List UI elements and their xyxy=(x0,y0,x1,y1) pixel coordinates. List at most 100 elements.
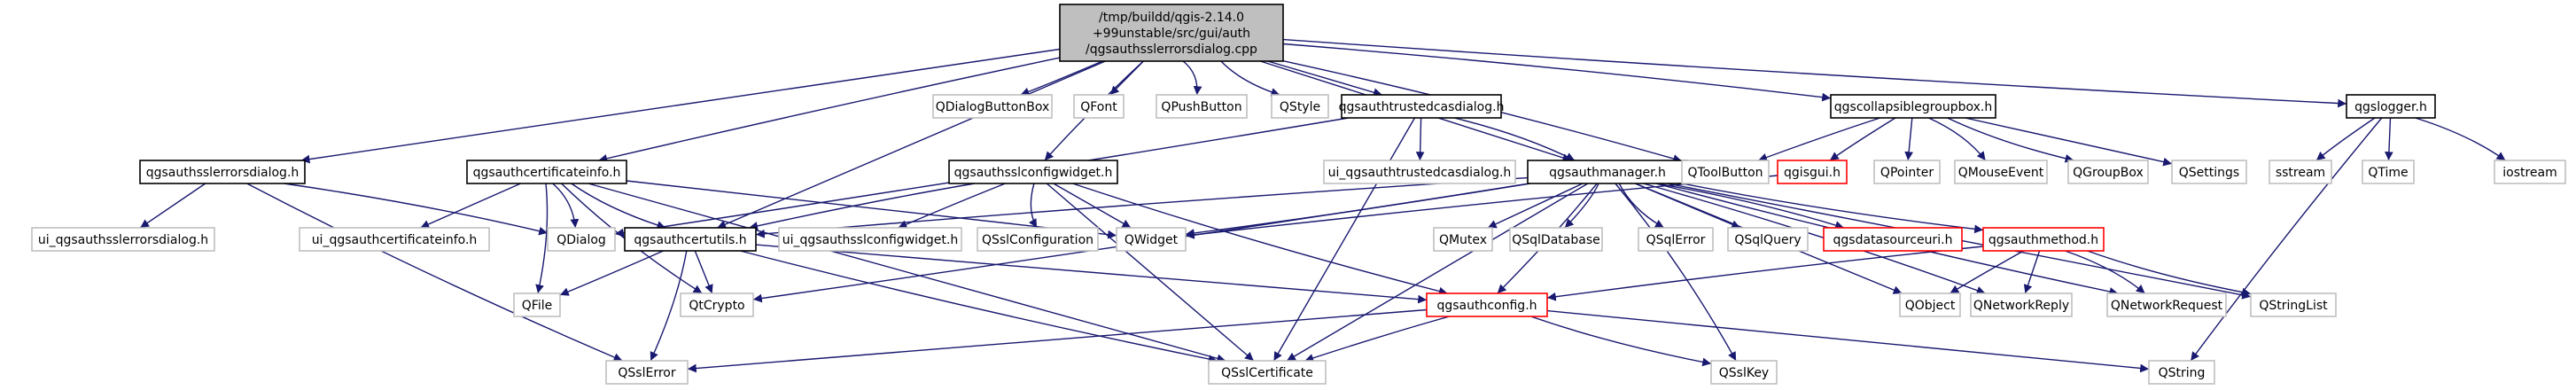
node-qgsauthcertutils[interactable]: qgsauthcertutils.h xyxy=(624,227,757,252)
node-qmouseevent[interactable]: QMouseEvent xyxy=(1954,160,2048,184)
edge-qgsauthmanager-to-qmutex xyxy=(1487,183,1584,229)
node-qsqlerror[interactable]: QSqlError xyxy=(1638,227,1714,252)
edge-root-to-qgscollapsiblegroupbox xyxy=(1282,43,1832,102)
node-qgroupbox[interactable]: QGroupBox xyxy=(2067,160,2149,184)
node-label-root-line-0: /tmp/buildd/qgis-2.14.0 xyxy=(1099,11,1244,25)
node-ui_certinfo[interactable]: ui_qgsauthcertificateinfo.h xyxy=(299,227,490,252)
node-qtoolbutton[interactable]: QToolButton xyxy=(1681,160,1770,184)
node-qgsauthmethod[interactable]: qgsauthmethod.h xyxy=(1982,227,2105,252)
node-qfont[interactable]: QFont xyxy=(1073,94,1125,119)
node-qdialog[interactable]: QDialog xyxy=(547,227,616,252)
node-box-qgsauthmanager xyxy=(1527,160,1688,184)
edge-root-to-qgsauthcertificateinfo xyxy=(598,57,1061,163)
node-label-ui_sslconfig: ui_qgsauthsslconfigwidget.h xyxy=(782,233,959,247)
edge-qgsauthconfig-to-qsslerror xyxy=(687,308,1428,373)
node-box-qsqlquery xyxy=(1727,227,1809,252)
edge-qgsauthmethod-to-qobject xyxy=(1950,250,2024,294)
edge-root-to-qgsauthcertutils xyxy=(717,60,1106,229)
edge-qgsauthconfig-to-qsslcertificate xyxy=(1304,316,1450,363)
edge-qgscollapsiblegroupbox-to-qsettings xyxy=(1965,117,2173,167)
node-qgsauthcertificateinfo[interactable]: qgsauthcertificateinfo.h xyxy=(466,160,627,184)
edge-qgsauthmanager-to-qgsauthmethod xyxy=(1682,183,1984,234)
node-qsqldatabase[interactable]: QSqlDatabase xyxy=(1509,227,1603,252)
node-box-ui_certinfo xyxy=(299,227,490,252)
node-qobject[interactable]: QObject xyxy=(1899,292,1961,317)
node-label-sstream: sstream xyxy=(2276,166,2325,180)
node-box-qgsauthsslconfigwidget xyxy=(948,160,1118,184)
node-qpointer[interactable]: QPointer xyxy=(1873,160,1941,184)
node-label-qstyle: QStyle xyxy=(1280,100,1320,114)
node-box-qgslogger xyxy=(2346,94,2436,119)
node-box-qnetworkrequest xyxy=(2106,292,2227,317)
node-qgsauthtrustedcasdialog[interactable]: qgsauthtrustedcasdialog.h xyxy=(1339,94,1505,119)
node-ui_sslerrors[interactable]: ui_qgsauthsslerrorsdialog.h xyxy=(31,227,215,252)
node-box-ui_trustedcas xyxy=(1323,160,1516,184)
node-ui_sslconfig[interactable]: ui_qgsauthsslconfigwidget.h xyxy=(778,227,962,252)
node-qwidget[interactable]: QWidget xyxy=(1116,227,1187,252)
node-box-qdialogbuttonbox xyxy=(932,94,1053,119)
node-qsslerror[interactable]: QSslError xyxy=(605,360,689,385)
node-box-sstream xyxy=(2269,160,2332,184)
node-box-ui_sslerrors xyxy=(31,227,215,252)
node-ui_trustedcas[interactable]: ui_qgsauthtrustedcasdialog.h xyxy=(1323,160,1516,184)
node-box-iostream xyxy=(2494,160,2566,184)
edge-qgsauthmethod-to-qstringlist xyxy=(2087,250,2252,297)
node-box-qpushbutton xyxy=(1156,94,1248,119)
node-qstringlist[interactable]: QStringList xyxy=(2250,292,2337,317)
edge-qgsauthtrustedcasdialog-to-qgsauthmanager xyxy=(1453,117,1576,161)
node-qdialogbuttonbox[interactable]: QDialogButtonBox xyxy=(932,94,1053,119)
node-qgslogger[interactable]: qgslogger.h xyxy=(2346,94,2436,119)
node-iostream[interactable]: iostream xyxy=(2494,160,2566,184)
node-qsqlquery[interactable]: QSqlQuery xyxy=(1727,227,1809,252)
edge-qgsauthcertificateinfo-to-ui_certinfo xyxy=(420,183,521,229)
edge-qgscollapsiblegroupbox-to-qgroupbox xyxy=(1947,117,2074,163)
node-box-qgsauthcertutils xyxy=(624,227,757,252)
node-label-qgsauthtrustedcasdialog: qgsauthtrustedcasdialog.h xyxy=(1339,100,1505,114)
node-qmutex[interactable]: QMutex xyxy=(1433,227,1493,252)
node-qgscollapsiblegroupbox[interactable]: qgscollapsiblegroupbox.h xyxy=(1830,94,1996,119)
node-label-qpushbutton: QPushButton xyxy=(1161,100,1241,114)
node-sstream[interactable]: sstream xyxy=(2269,160,2332,184)
node-qgisgui[interactable]: qgisgui.h xyxy=(1777,160,1848,184)
edge-root-to-qgslogger xyxy=(1282,38,2347,108)
edge-qgsauthmanager-to-qsslkey xyxy=(1615,183,1737,362)
node-qnetworkrequest[interactable]: QNetworkRequest xyxy=(2106,292,2227,317)
node-label-qpointer: QPointer xyxy=(1880,166,1934,180)
node-qsettings[interactable]: QSettings xyxy=(2171,160,2247,184)
node-label-root-line-1: +99unstable/src/gui/auth xyxy=(1093,27,1250,41)
edge-qgscollapsiblegroupbox-to-qpointer xyxy=(1904,117,1914,161)
edge-root-to-qdialogbuttonbox xyxy=(1020,60,1103,97)
node-qstyle[interactable]: QStyle xyxy=(1271,94,1329,119)
node-label-qsqlquery: QSqlQuery xyxy=(1734,233,1801,247)
node-box-qtime xyxy=(2362,160,2415,184)
node-box-qtoolbutton xyxy=(1681,160,1770,184)
node-qsslkey[interactable]: QSslKey xyxy=(1710,360,1778,385)
node-qgsdatasourceuri[interactable]: qgsdatasourceuri.h xyxy=(1823,227,1963,252)
node-qpushbutton[interactable]: QPushButton xyxy=(1156,94,1248,119)
node-box-qgsdatasourceuri xyxy=(1823,227,1963,252)
edge-qgsauthsslconfigwidget-to-qsslcertificate xyxy=(1046,183,1255,362)
node-qnetworkreply[interactable]: QNetworkReply xyxy=(1970,292,2073,317)
node-label-qtoolbutton: QToolButton xyxy=(1687,166,1763,180)
edge-qgsauthmanager-to-qgsdatasourceuri xyxy=(1655,183,1845,230)
node-qtime[interactable]: QTime xyxy=(2362,160,2415,184)
node-qsslcertificate[interactable]: QSslCertificate xyxy=(1208,360,1327,385)
node-label-qtcrypto: QtCrypto xyxy=(689,299,744,313)
edge-qgsauthcertutils-to-qsslcertificate xyxy=(740,250,1218,363)
node-qgsauthsslerrorsdialog_h[interactable]: qgsauthsslerrorsdialog.h xyxy=(139,160,306,184)
node-box-qgsauthcertificateinfo xyxy=(466,160,627,184)
edge-qgsauthsslerrorsdialog_h-to-qsslerror xyxy=(246,183,623,362)
node-qgsauthmanager[interactable]: qgsauthmanager.h xyxy=(1527,160,1688,184)
node-box-qgisgui xyxy=(1777,160,1848,184)
node-qstring[interactable]: QString xyxy=(2148,360,2215,385)
node-qfile[interactable]: QFile xyxy=(513,292,561,317)
edge-qgsauthsslconfigwidget-to-qgsauthconfig xyxy=(1072,183,1448,296)
node-qsslconfiguration[interactable]: QSslConfiguration xyxy=(977,227,1099,252)
node-box-root xyxy=(1059,4,1284,62)
node-label-qmutex: QMutex xyxy=(1439,233,1487,247)
node-qtcrypto[interactable]: QtCrypto xyxy=(680,292,754,317)
node-qgsauthconfig[interactable]: qgsauthconfig.h xyxy=(1426,292,1548,317)
node-box-qsettings xyxy=(2171,160,2247,184)
node-qgsauthsslconfigwidget[interactable]: qgsauthsslconfigwidget.h xyxy=(948,160,1118,184)
